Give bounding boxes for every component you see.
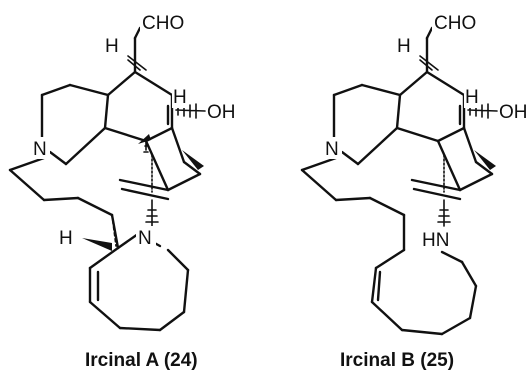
caption-ircinal-a: Ircinal A (24) xyxy=(85,350,198,371)
alpha-h-label-a: H xyxy=(59,228,73,249)
aldehyde-label-b: CHO xyxy=(434,13,476,34)
hydroxyl-label-b: OH xyxy=(499,102,528,123)
center-h-label-b: H xyxy=(465,87,479,108)
structure-ircinal-a: CHO N OH H H H N Ircinal A (24) xyxy=(8,10,236,371)
lower-nitrogen-label-a: N xyxy=(138,228,152,249)
center-h-label-a: H xyxy=(173,87,187,108)
ring-nitrogen-label-b: N xyxy=(325,139,339,160)
structure-ircinal-b: CHO N OH H H HN Ircinal B (25) xyxy=(300,10,528,371)
ring-nitrogen-label-a: N xyxy=(33,139,47,160)
aldehyde-label-a: CHO xyxy=(142,13,184,34)
junction-h-label-a: H xyxy=(105,36,119,57)
caption-ircinal-b: Ircinal B (25) xyxy=(340,350,454,371)
lower-amine-label-b: HN xyxy=(422,230,449,251)
hydroxyl-label-a: OH xyxy=(207,102,236,123)
junction-h-label-b: H xyxy=(397,36,411,57)
